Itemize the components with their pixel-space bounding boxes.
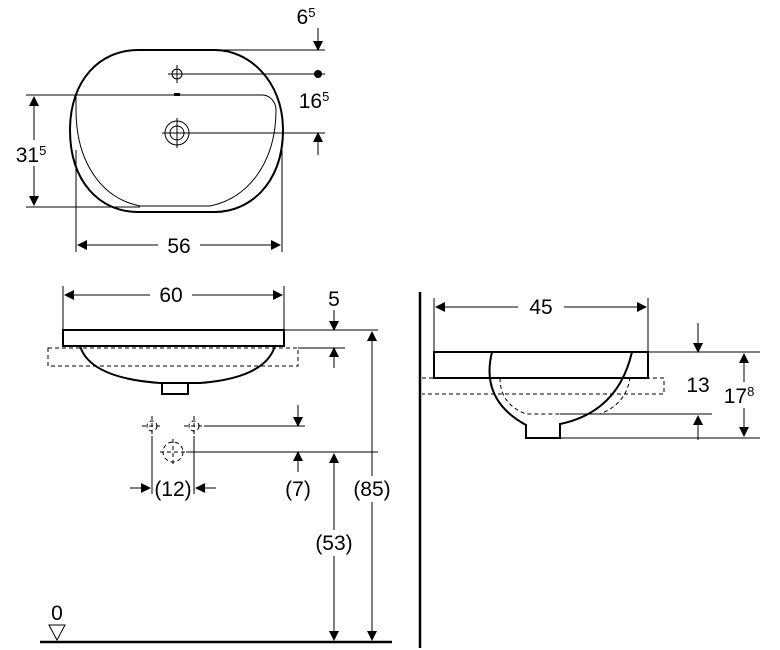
basin-outline-top <box>68 49 285 213</box>
front-view: 60 5 (12) ( <box>40 282 398 644</box>
level-triangle-icon <box>48 624 66 642</box>
basin-bowl-front <box>79 345 276 384</box>
dim-bowl-depth: 13 <box>686 374 709 397</box>
supply-pipe-right-icon <box>184 416 204 436</box>
drain-spigot-front <box>161 383 189 395</box>
basin-rim-side <box>433 351 649 379</box>
side-view: 45 13 178 <box>418 292 772 648</box>
basin-inner-rim <box>75 94 277 207</box>
countertop-outline <box>47 347 299 367</box>
dim-side-depth: 45 <box>529 296 552 319</box>
dim-drain-height: (53) <box>315 532 352 555</box>
dim-rim: 5 <box>328 288 340 311</box>
overflow-slot <box>174 93 180 96</box>
dim-pipe-height: (7) <box>285 478 311 501</box>
dim-tap-offset: 65 <box>297 5 316 29</box>
dim-width-top: 56 <box>167 235 190 258</box>
dim-total-height: (85) <box>353 478 390 501</box>
top-view: 65 165 315 56 <box>14 5 329 258</box>
supply-pipe-left-icon <box>142 416 162 436</box>
drain-pipe-icon <box>160 439 186 465</box>
floor-level-label: 0 <box>51 602 63 625</box>
dim-pipe-spacing: (12) <box>154 478 191 501</box>
dim-width-front: 60 <box>159 284 182 307</box>
dim-depth: 315 <box>16 143 47 167</box>
dim-dot <box>314 70 322 78</box>
dim-total-depth: 178 <box>724 384 755 408</box>
basin-bowl-side <box>488 351 633 439</box>
basin-rim-front <box>62 329 285 347</box>
dim-drain-offset: 165 <box>299 89 330 113</box>
